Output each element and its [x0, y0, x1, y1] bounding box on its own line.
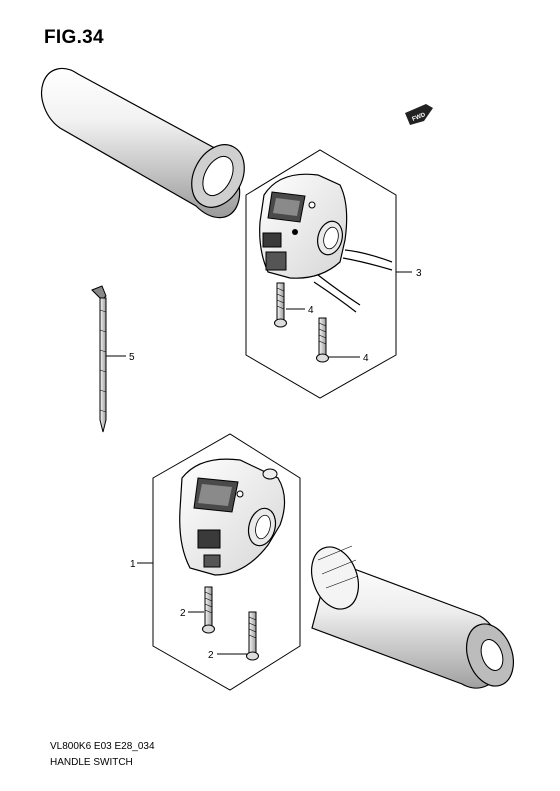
- model-code: VL800K6 E03 E28_034: [50, 741, 155, 752]
- fwd-direction-badge: FWD: [405, 104, 433, 125]
- callout-3: 3: [416, 268, 422, 279]
- figure-caption: HANDLE SWITCH: [50, 757, 133, 768]
- figure-title: FIG.34: [44, 27, 104, 48]
- callout-5: 5: [129, 352, 135, 363]
- callout-2a: 2: [180, 608, 186, 619]
- callout-4a: 4: [308, 305, 314, 316]
- screw-upper-right: [316, 317, 329, 363]
- screw-lower-right: [246, 611, 259, 661]
- screw-lower-left: [202, 586, 215, 634]
- upper-group-frame: [245, 149, 397, 399]
- callout-4b: 4: [363, 353, 369, 364]
- cable-tie: [91, 285, 107, 433]
- callout-1: 1: [130, 559, 136, 570]
- fwd-label: FWD: [412, 112, 428, 123]
- right-handle-switch: [259, 173, 393, 313]
- screw-upper-left: [274, 282, 287, 328]
- left-grip: [40, 67, 245, 219]
- left-handle-switch: [179, 458, 286, 576]
- throttle-grip: [311, 545, 514, 689]
- callout-2b: 2: [208, 650, 214, 661]
- lower-group-frame: [152, 433, 301, 691]
